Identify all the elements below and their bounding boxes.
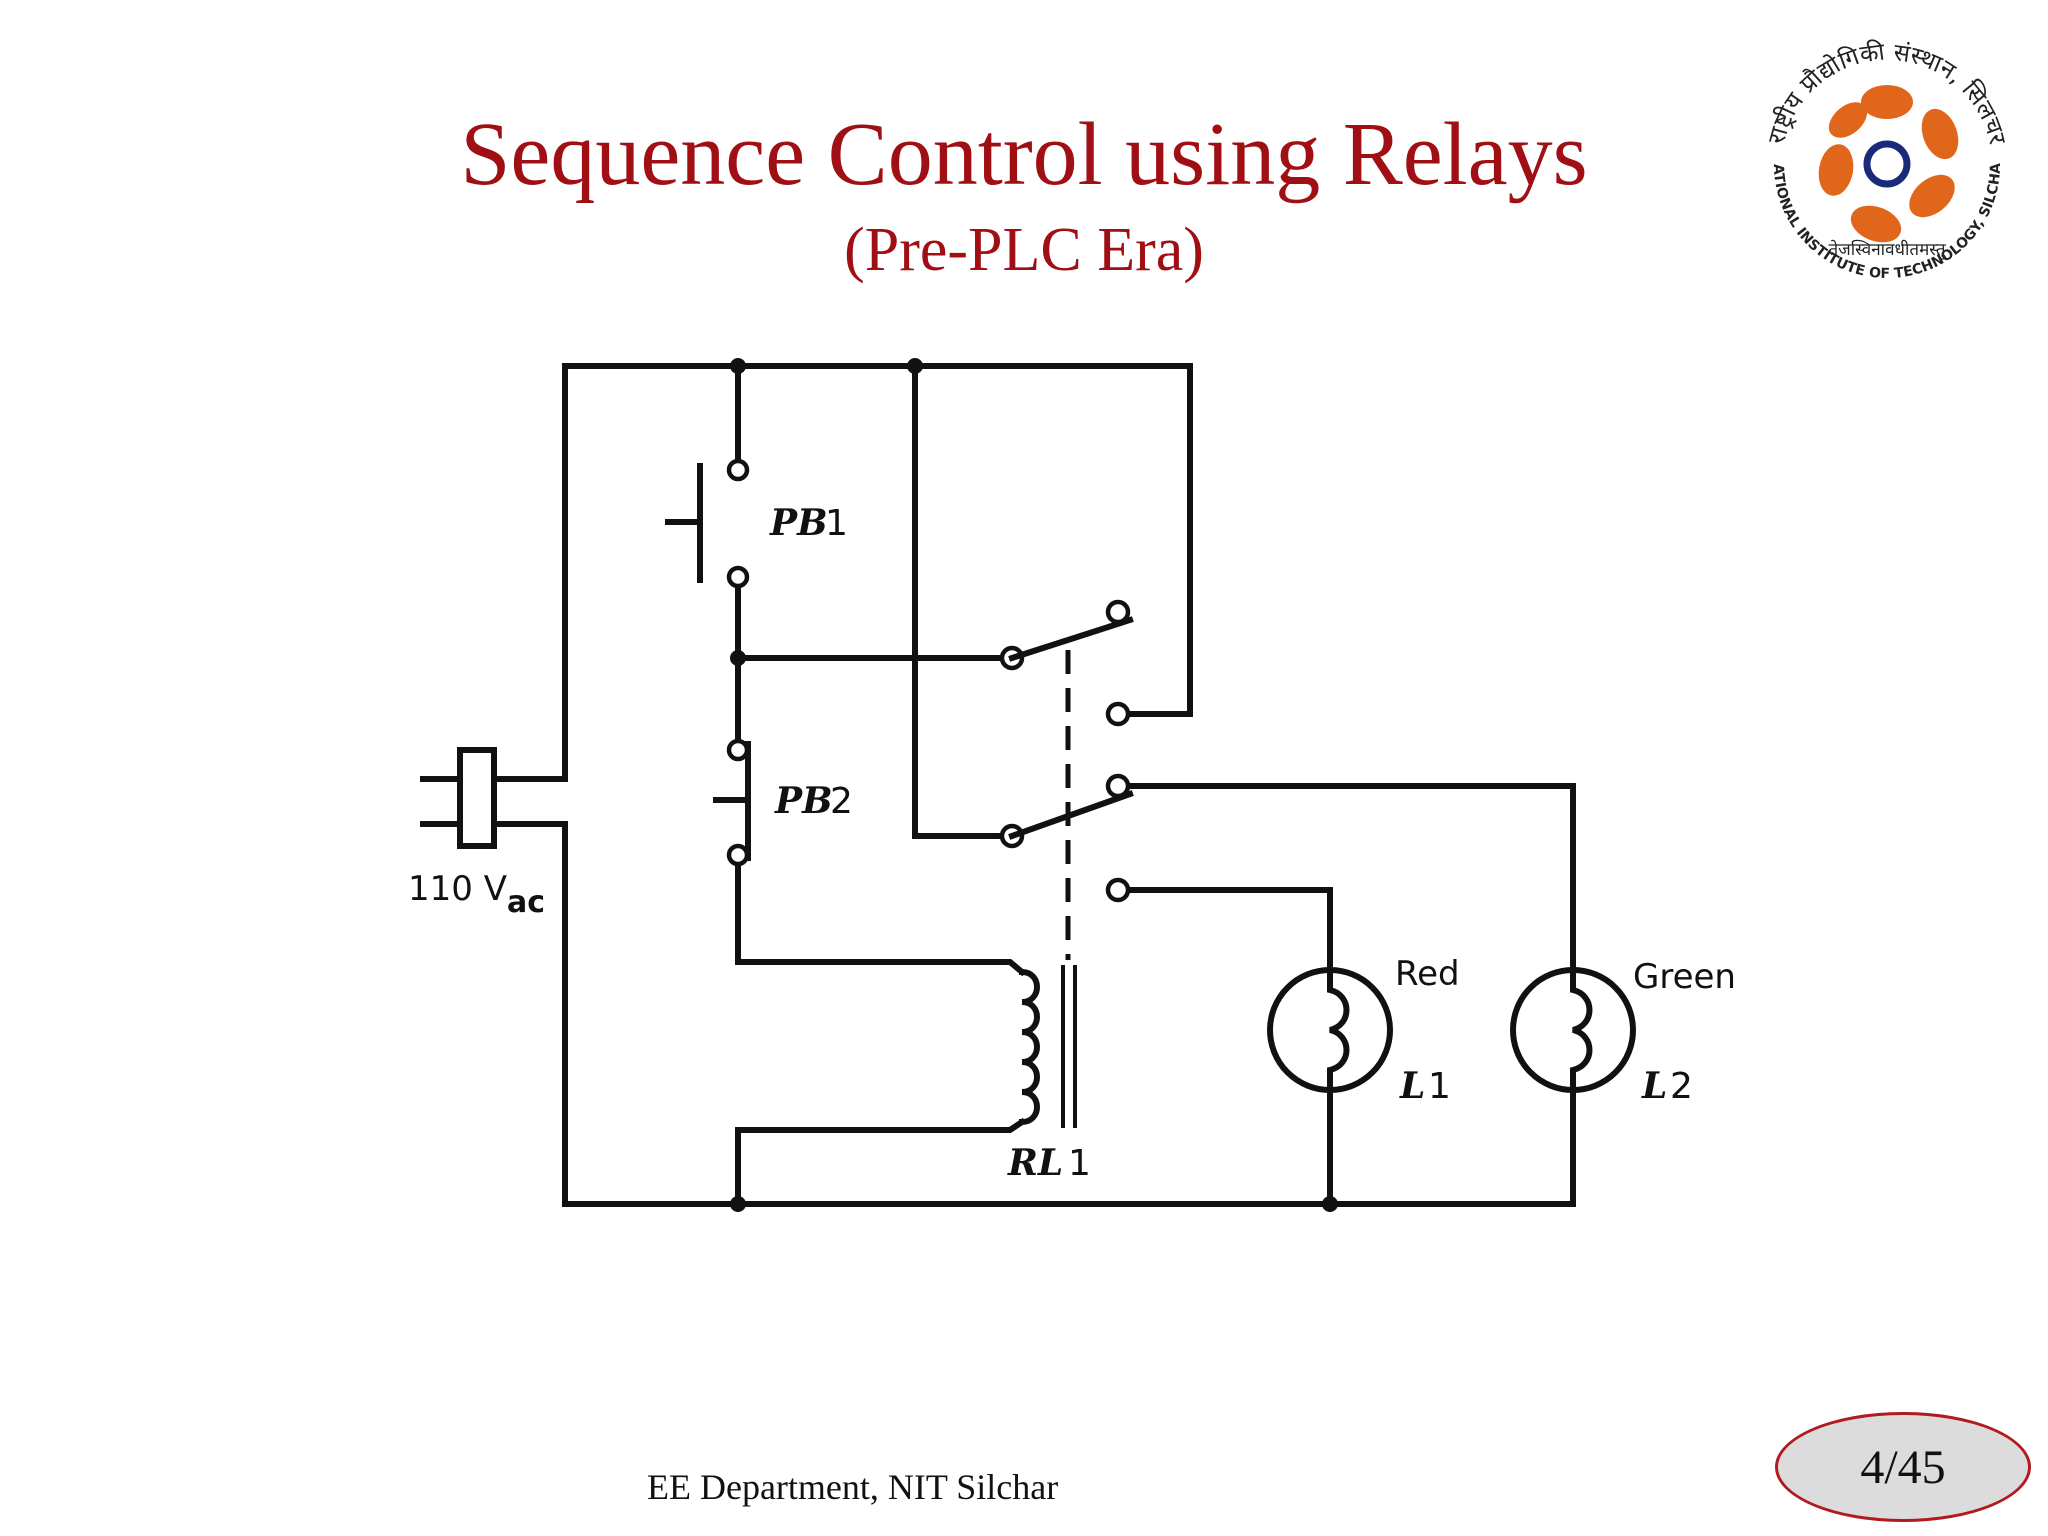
supply-label: 110 V [408,869,507,909]
pb1-label: PB [769,502,828,544]
pb2-label: PB [774,780,833,822]
lamp-l2-color: Green [1633,957,1736,997]
supply-label-sub: ac [507,885,545,920]
slide-subtitle: (Pre-PLC Era) [844,216,1204,284]
circuit-wires [420,363,1576,1207]
relay-label-num: 1 [1068,1143,1091,1184]
supply-plug-icon [457,747,497,849]
relay-contact-2-icon [999,773,1134,903]
pb2-push-button-icon [713,738,751,867]
slide-title: Sequence Control using Relays [460,105,1588,204]
relay-contact-1-icon [999,599,1134,727]
relay-coil-icon [1018,965,1077,1128]
logo-motto: तेजस्विनावधीतमस्तु [1828,239,1946,260]
pb2-label-num: 2 [830,781,853,822]
lamp-l2-label-num: 2 [1670,1066,1693,1107]
pb1-label-num: 1 [825,503,848,544]
footer-text: EE Department, NIT Silchar [647,1467,1059,1507]
lamp-l2-icon [1510,967,1636,1093]
lamp-l1-label-num: 1 [1428,1066,1451,1107]
pb1-push-button-icon [665,458,750,589]
junction-dots [730,358,1338,1212]
lamp-l2-label: L [1641,1065,1667,1107]
page-number-badge: 4/45 [1775,1412,2031,1522]
lamp-l1-label: L [1399,1065,1425,1107]
lamp-l1-color: Red [1395,954,1460,994]
relay-label: RL [1007,1142,1063,1184]
logo-emblem-icon [1818,85,1959,243]
page-number: 4/45 [1860,1440,1946,1494]
nit-silchar-logo: राष्ट्रीय प्रौद्योगिकी संस्थान, सिलचर NA… [1752,30,2019,297]
lamp-l1-icon [1267,967,1393,1093]
